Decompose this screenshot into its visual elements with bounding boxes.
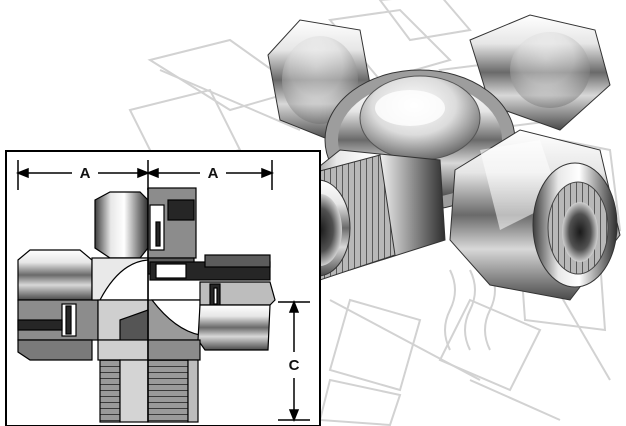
- female-hex-nut: [449, 129, 621, 301]
- right-nut-section: [149, 254, 276, 351]
- dimension-a-right: [145, 160, 275, 190]
- bottom-thread-section: [97, 188, 201, 423]
- dimension-c-label: C: [289, 357, 300, 374]
- dimension-a-left-label: A: [80, 165, 91, 182]
- dimension-c: [278, 299, 310, 423]
- left-nut-section: [17, 249, 99, 361]
- chrome-cross-fitting: [267, 14, 621, 301]
- center-body-section: [91, 257, 201, 346]
- cross-section-drawing: A A C: [5, 150, 321, 426]
- dimension-a-left: [15, 160, 151, 190]
- back-right-nut: [469, 14, 611, 131]
- dimension-a-right-label: A: [208, 165, 219, 182]
